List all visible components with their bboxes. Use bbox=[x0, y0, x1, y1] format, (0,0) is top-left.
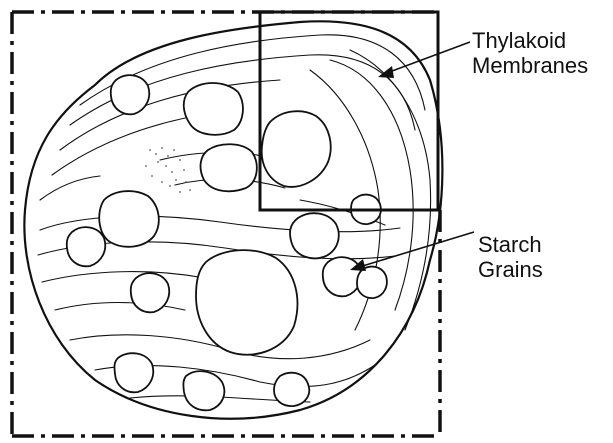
starch-grain bbox=[201, 144, 257, 191]
starch-pointer-line bbox=[356, 232, 474, 268]
starch-grain bbox=[183, 371, 224, 410]
starch-grain bbox=[323, 257, 361, 296]
starch-grain bbox=[184, 83, 243, 135]
chloroplast-body bbox=[24, 21, 442, 418]
starch-grain bbox=[290, 213, 339, 258]
starch-grain bbox=[99, 191, 159, 247]
label-starch-line2: Grains bbox=[478, 257, 543, 282]
label-starch-line1: Starch bbox=[478, 232, 543, 257]
label-thylakoid-line1: Thylakoid bbox=[472, 28, 588, 53]
label-starch-grains: Starch Grains bbox=[478, 232, 543, 282]
label-thylakoid-line2: Membranes bbox=[472, 53, 588, 78]
starch-grain bbox=[357, 267, 387, 298]
starch-grain bbox=[114, 353, 153, 392]
thylakoid-pointer-line bbox=[384, 42, 470, 74]
starch-grains bbox=[67, 75, 387, 410]
label-thylakoid-membranes: Thylakoid Membranes bbox=[472, 28, 588, 78]
thylakoid-line bbox=[60, 80, 280, 150]
thylakoid-line bbox=[40, 176, 100, 200]
thylakoid-line bbox=[42, 272, 205, 282]
dash-dot-border bbox=[12, 12, 440, 436]
starch-grain bbox=[67, 227, 105, 266]
starch-grain bbox=[262, 111, 331, 187]
stipple-dots bbox=[145, 147, 191, 193]
starch-grain bbox=[196, 250, 297, 355]
starch-grain bbox=[111, 75, 149, 114]
starch-grain bbox=[274, 373, 309, 406]
starch-grain bbox=[131, 273, 169, 312]
